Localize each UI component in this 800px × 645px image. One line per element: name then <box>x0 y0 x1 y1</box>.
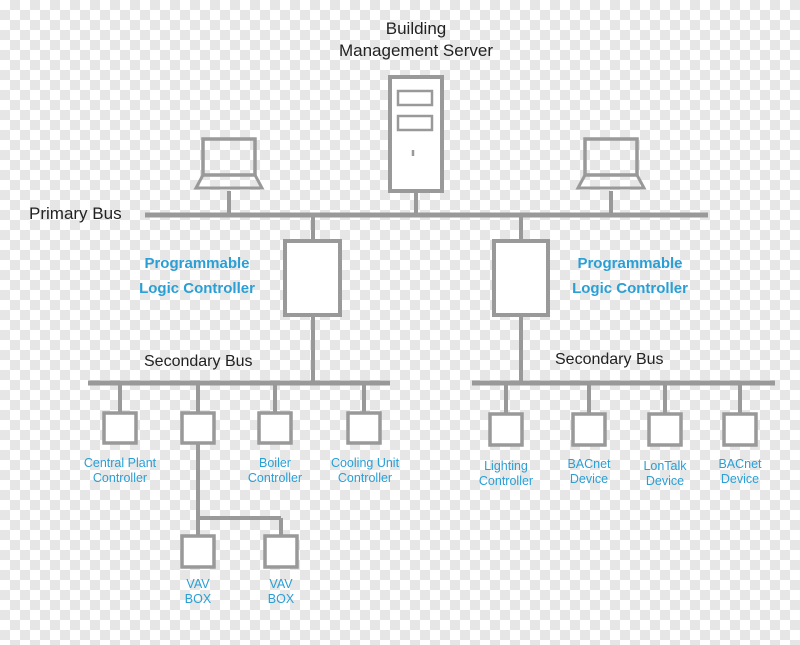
laptop-icon-right <box>575 137 647 215</box>
vav-label-2-line2: BOX <box>267 592 295 606</box>
device-box-bacnet-1 <box>571 412 607 447</box>
device-label-bacnet-2-line2: Device <box>720 472 760 486</box>
device-label-cooling-unit-line1: Cooling Unit <box>330 456 400 470</box>
vav-label-1-line2: BOX <box>184 592 212 606</box>
device-label-boiler: Boiler Controller <box>235 456 315 486</box>
device-label-lighting-line1: Lighting <box>484 459 528 473</box>
device-label-boiler-line2: Controller <box>247 471 303 485</box>
plc-right-line1: Programmable <box>577 255 683 272</box>
server-icon <box>388 75 444 193</box>
device-label-bacnet-2-line1: BACnet <box>718 457 762 471</box>
device-box-vav-controller <box>180 411 216 445</box>
plc-right-label: Programmable Logic Controller <box>555 251 705 301</box>
secondary-bus-left-label: Secondary Bus <box>144 353 253 370</box>
plc-right-box <box>492 239 550 317</box>
plc-left-line1: Programmable <box>144 255 250 272</box>
device-label-central-plant: Central Plant Controller <box>70 456 170 486</box>
vav-box-2 <box>263 534 299 569</box>
device-box-cooling-unit <box>346 411 382 445</box>
primary-bus-label: Primary Bus <box>29 204 122 223</box>
vav-box-1 <box>180 534 216 569</box>
device-label-lighting: Lighting Controller <box>466 459 546 489</box>
device-label-central-plant-line1: Central Plant <box>83 456 157 470</box>
device-label-bacnet-1: BACnet Device <box>554 457 624 487</box>
plc-right-line2: Logic Controller <box>572 280 688 297</box>
device-box-boiler <box>257 411 293 445</box>
server-label-line2: Management Server <box>338 41 494 60</box>
device-label-lighting-line2: Controller <box>478 474 534 488</box>
vav-label-2: VAV BOX <box>256 577 306 607</box>
device-box-bacnet-2 <box>722 412 758 447</box>
device-label-boiler-line1: Boiler <box>259 456 291 470</box>
device-label-lontalk-line2: Device <box>645 474 685 488</box>
plc-left-box <box>283 239 342 317</box>
device-label-bacnet-1-line2: Device <box>569 472 609 486</box>
device-label-lontalk-line1: LonTalk <box>643 459 687 473</box>
device-label-bacnet-1-line1: BACnet <box>567 457 611 471</box>
secondary-bus-right-label: Secondary Bus <box>555 351 664 368</box>
device-box-lighting <box>488 412 524 447</box>
plc-left-line2: Logic Controller <box>139 280 255 297</box>
vav-label-2-line1: VAV <box>269 577 293 591</box>
vav-label-1: VAV BOX <box>173 577 223 607</box>
device-box-lontalk <box>647 412 683 447</box>
device-label-lontalk: LonTalk Device <box>630 459 700 489</box>
device-label-cooling-unit-line2: Controller <box>337 471 393 485</box>
device-box-central-plant <box>102 411 138 445</box>
device-label-cooling-unit: Cooling Unit Controller <box>315 456 415 486</box>
server-label-line1: Building <box>385 19 447 38</box>
vav-label-1-line1: VAV <box>186 577 210 591</box>
plc-left-label: Programmable Logic Controller <box>122 251 272 301</box>
laptop-icon-left <box>193 137 265 215</box>
server-label: Building Management Server <box>316 18 516 62</box>
device-label-central-plant-line2: Controller <box>92 471 148 485</box>
device-label-bacnet-2: BACnet Device <box>705 457 775 487</box>
